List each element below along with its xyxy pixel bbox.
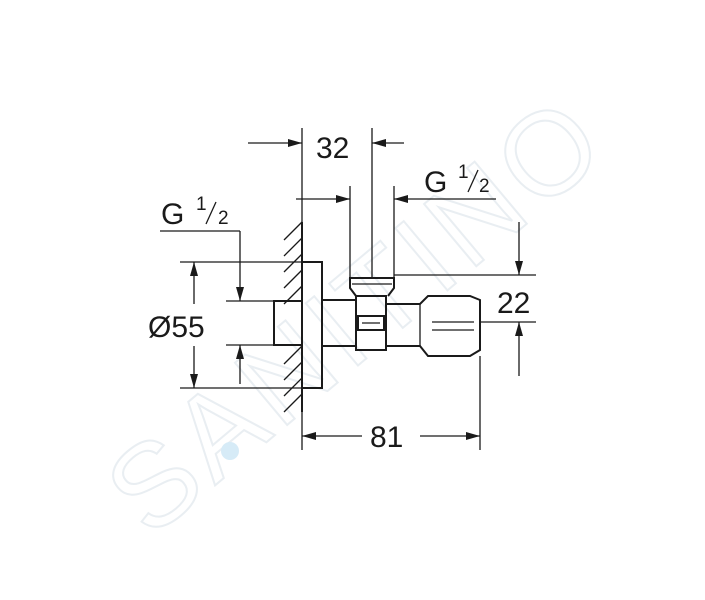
thread-left-numerator: 1 xyxy=(196,194,207,215)
diameter-label: Ø55 xyxy=(148,311,205,344)
dim-thread-top: G 1 2 xyxy=(296,162,496,278)
dim-top-width: 32 xyxy=(248,128,404,278)
dim-diameter: Ø55 xyxy=(148,261,302,389)
dim-thread-left: G 1 2 xyxy=(160,194,274,384)
thread-left-denominator: 2 xyxy=(218,208,229,229)
top-width-label: 32 xyxy=(316,132,349,165)
length-bottom-label: 81 xyxy=(370,421,403,454)
valve-body xyxy=(273,261,481,389)
dim-height-right: 22 xyxy=(394,222,536,376)
thread-left-letter: G xyxy=(161,198,184,231)
height-right-label: 22 xyxy=(497,287,530,320)
thread-top-letter: G xyxy=(424,166,447,199)
dim-length-bottom: 81 xyxy=(301,356,481,454)
thread-top-numerator: 1 xyxy=(458,162,469,183)
watermark-drop-icon xyxy=(221,442,239,460)
thread-top-denominator: 2 xyxy=(479,176,490,197)
